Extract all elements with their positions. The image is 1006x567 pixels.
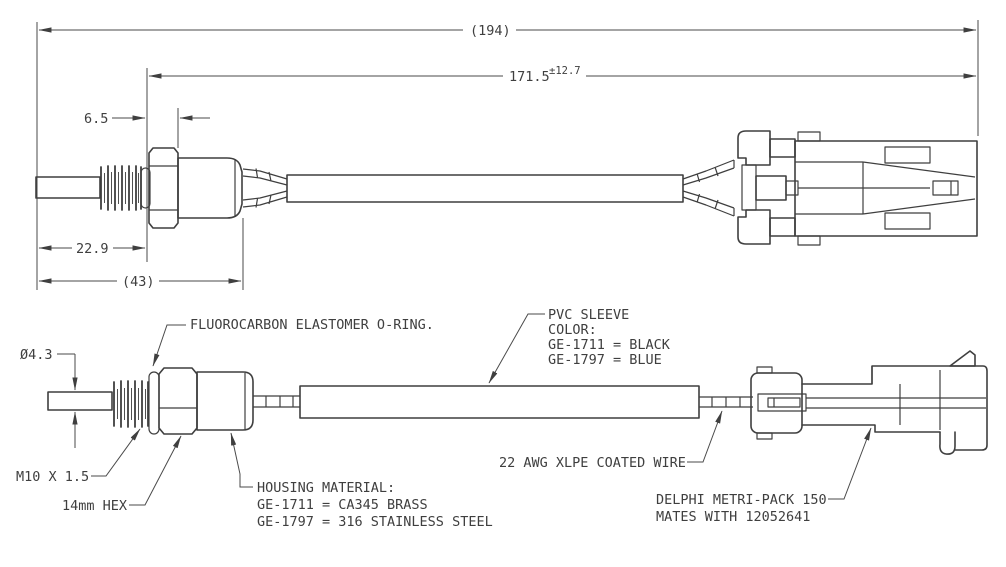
label-oring: FLUOROCARBON ELASTOMER O-RING. bbox=[190, 317, 434, 333]
dim-overall-length: (194) bbox=[470, 23, 511, 39]
sleeve-outline bbox=[286, 174, 684, 203]
connector-seal-bump-bottom bbox=[756, 432, 773, 440]
leader-thread bbox=[91, 428, 141, 477]
thread-section-bottom bbox=[113, 380, 149, 428]
label-housing-line1: HOUSING MATERIAL: bbox=[257, 480, 395, 496]
leader-housing bbox=[230, 432, 253, 488]
wire-left-bottom bbox=[253, 395, 300, 408]
dim-probe-diameter: Ø4.3 bbox=[20, 347, 53, 363]
connector-cable-seal bbox=[750, 372, 803, 434]
label-sleeve-line2: COLOR: bbox=[548, 322, 597, 338]
leader-hex bbox=[129, 435, 182, 506]
sensor-body-outline bbox=[177, 157, 243, 219]
connector-cap-lower bbox=[737, 209, 771, 245]
sleeve-outline-bottom bbox=[299, 385, 700, 419]
thread-section bbox=[100, 165, 142, 211]
dim-cable-length: 171.5 bbox=[509, 69, 550, 85]
connector-seal-bump-top bbox=[756, 366, 773, 374]
connector-top-bump bbox=[797, 131, 821, 142]
probe-outline-bottom bbox=[47, 391, 113, 411]
thread-crests-bottom bbox=[113, 380, 149, 428]
connector-main-body bbox=[794, 140, 978, 237]
connector-tab-upper bbox=[769, 138, 796, 158]
label-wire: 22 AWG XLPE COATED WIRE bbox=[499, 455, 686, 471]
bottom-view: Ø4.3 bbox=[16, 307, 988, 530]
leader-connector bbox=[828, 427, 872, 500]
sensor-body-outline-bottom bbox=[196, 371, 254, 431]
connector-inner-rect-lower bbox=[884, 212, 931, 230]
connector-center-neck bbox=[741, 164, 757, 211]
label-sleeve-line4: GE-1797 = BLUE bbox=[548, 352, 662, 368]
thread-roots bbox=[104, 172, 139, 204]
dim-sensor-length: (43) bbox=[122, 274, 155, 290]
connector-side-upper-outline bbox=[801, 365, 988, 451]
connector-tab-lower bbox=[769, 217, 796, 237]
connector-top-view bbox=[737, 130, 978, 246]
wire-right-bottom bbox=[699, 396, 753, 408]
connector-seal-terminal bbox=[757, 393, 807, 412]
hex-nut-facets bbox=[149, 165, 178, 211]
connector-cap-upper bbox=[737, 130, 771, 166]
thread-roots-bottom bbox=[117, 388, 146, 420]
hex-nut-outline-bottom bbox=[158, 367, 198, 435]
connector-inner-rect-upper bbox=[884, 146, 931, 164]
leader-sleeve bbox=[488, 313, 545, 384]
dim-hex-width: 6.5 bbox=[84, 111, 108, 127]
connector-center-terminal-tip bbox=[785, 180, 799, 196]
connector-side-lower-outline bbox=[801, 424, 941, 433]
connector-side-view bbox=[750, 350, 988, 455]
connector-latch-flag bbox=[949, 350, 976, 367]
label-housing-line2: GE-1711 = CA345 BRASS bbox=[257, 497, 428, 513]
wires-left bbox=[242, 168, 288, 208]
label-hex: 14mm HEX bbox=[62, 498, 127, 514]
hex-nut-outline bbox=[148, 147, 179, 229]
connector-bottom-hook bbox=[939, 431, 956, 455]
label-sleeve-line1: PVC SLEEVE bbox=[548, 307, 629, 323]
probe-outline bbox=[35, 176, 101, 199]
label-connector-line1: DELPHI METRI-PACK 150 bbox=[656, 492, 827, 508]
oring-bump bbox=[140, 167, 151, 209]
label-thread: M10 X 1.5 bbox=[16, 469, 89, 485]
wires-right bbox=[682, 159, 735, 217]
label-connector-line2: MATES WITH 12052641 bbox=[656, 509, 810, 525]
connector-bottom-bump bbox=[797, 235, 821, 246]
label-housing-line3: GE-1797 = 316 STAINLESS STEEL bbox=[257, 514, 493, 530]
connector-center-terminal bbox=[755, 175, 787, 201]
connector-side-inner-lines bbox=[806, 366, 986, 430]
top-view: (194) 171.5 ±12.7 6.5 22.9 (43) bbox=[35, 20, 979, 290]
connector-inner-lines bbox=[795, 161, 976, 215]
dim-thread-length: 22.9 bbox=[76, 241, 109, 257]
label-sleeve-line3: GE-1711 = BLACK bbox=[548, 337, 671, 353]
oring-bump-bottom bbox=[148, 371, 160, 435]
leader-oring bbox=[152, 324, 186, 367]
dim-cable-tolerance: ±12.7 bbox=[549, 65, 581, 77]
connector-slot bbox=[932, 180, 959, 196]
leader-wire bbox=[687, 410, 723, 463]
connector-seal-terminal-inner bbox=[767, 397, 801, 408]
thread-crests bbox=[100, 165, 142, 211]
extension-lines bbox=[36, 20, 979, 290]
